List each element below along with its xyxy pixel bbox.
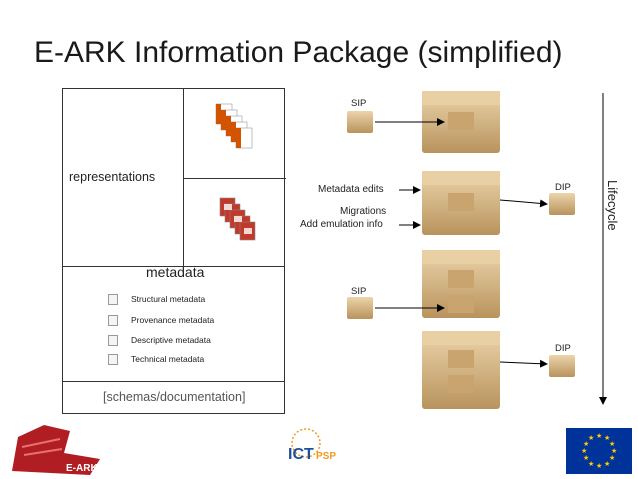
metadata-label: metadata (146, 264, 205, 280)
svg-text:★: ★ (604, 434, 610, 442)
metadata-item: Technical metadata (131, 354, 205, 364)
page-title: E-ARK Information Package (simplified) (34, 36, 563, 69)
svg-text:★: ★ (583, 454, 589, 462)
file-icon (108, 294, 118, 305)
svg-text:★: ★ (596, 432, 602, 440)
ict-psp-logo: ICT PSP (288, 428, 336, 463)
svg-text:★: ★ (588, 460, 594, 468)
archive-box-2 (422, 171, 500, 235)
dip-bottom-arrow (499, 359, 548, 368)
sip-box-top (347, 111, 373, 133)
svg-text:★: ★ (609, 440, 615, 448)
representations-bottom-line (63, 266, 284, 267)
metadata-edits-label: Metadata edits (318, 184, 384, 195)
sip-box-bottom (347, 297, 373, 319)
sip-bottom-label: SIP (351, 286, 367, 297)
earark-logo-text: E-ARK (66, 463, 98, 474)
representation-row-divider (183, 178, 286, 179)
file-icon (108, 354, 118, 365)
svg-text:★: ★ (581, 447, 587, 455)
metadata-item: Provenance metadata (131, 315, 215, 325)
dip-bottom-label: DIP (555, 343, 571, 354)
add-emulation-label: Add emulation info (300, 219, 383, 230)
psp-text: PSP (316, 451, 336, 462)
metadata-item: Structural metadata (131, 294, 206, 304)
archive-box-1 (422, 91, 500, 153)
ict-text: ICT (288, 446, 314, 463)
representation-divider (183, 89, 184, 266)
sip-top-label: SIP (351, 98, 367, 109)
svg-text:★: ★ (611, 447, 617, 455)
svg-text:★: ★ (583, 440, 589, 448)
svg-text:★: ★ (604, 460, 610, 468)
archive-box-4 (422, 331, 500, 409)
file-icon (108, 315, 118, 326)
dip-mid-arrow (499, 199, 548, 208)
document-stack-red-icon (219, 197, 256, 241)
svg-text:★: ★ (596, 462, 602, 470)
migrations-label: Migrations (340, 206, 387, 217)
dip-box-bottom (549, 355, 575, 377)
earark-logo: E-ARK (12, 425, 100, 475)
schemas-label: [schemas/documentation] (103, 390, 246, 404)
metadata-item: Descriptive metadata (131, 335, 211, 345)
information-package-box (62, 88, 286, 414)
representations-label: representations (69, 170, 156, 184)
svg-text:★: ★ (609, 454, 615, 462)
document-stack-icon (215, 103, 253, 149)
archive-box-3 (422, 250, 500, 318)
svg-text:★: ★ (588, 434, 594, 442)
eu-flag-icon: ★★★ ★★★ ★★★ ★★★ (566, 428, 632, 474)
dip-mid-label: DIP (555, 182, 571, 193)
metadata-bottom-line (63, 381, 284, 382)
file-icon (108, 335, 118, 346)
lifecycle-label: Lifecycle (605, 180, 620, 231)
dip-box-mid (549, 193, 575, 215)
